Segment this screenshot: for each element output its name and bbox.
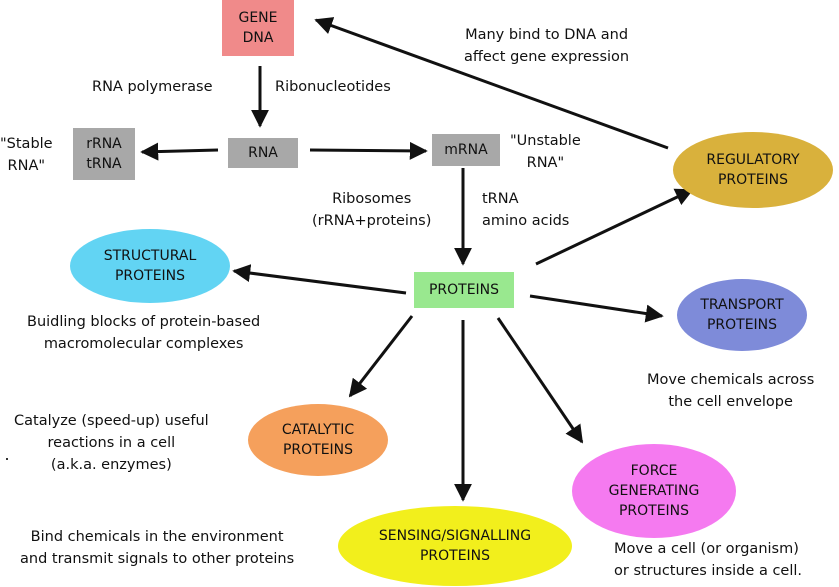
building-blocks-label: Buidling blocks of protein-based macromo… — [27, 311, 260, 355]
rna-box: RNA — [228, 138, 298, 168]
rrna-label: rRNA — [86, 136, 122, 152]
bind-chemicals-label: Bind chemicals in the environment and tr… — [20, 526, 294, 570]
force-proteins-label: PROTEINS — [618, 503, 690, 519]
structural-proteins-label: PROTEINS — [114, 268, 186, 284]
move-cell-line1: Move a cell (or organism) — [614, 541, 799, 557]
sensing-proteins-label: PROTEINS — [419, 548, 491, 564]
arrow-proteins-to-force — [496, 317, 584, 444]
force-generating-proteins-ellipse: FORCE GENERATING PROTEINS — [572, 444, 736, 538]
many-bind-label: Many bind to DNA and affect gene express… — [464, 24, 629, 68]
move-cell-line2: or structures inside a cell. — [614, 563, 802, 579]
move-chemicals-label: Move chemicals across the cell envelope — [647, 369, 814, 413]
move-chemicals-line1: Move chemicals across — [647, 372, 815, 388]
rrna-trna-box: rRNA tRNA — [73, 128, 135, 180]
many-bind-line2: affect gene expression — [464, 49, 630, 65]
stable-rna-line1: "Stable — [0, 136, 53, 152]
regulatory-label: REGULATORY — [706, 152, 800, 168]
transport-label: TRANSPORT — [700, 297, 784, 313]
gene-dna-box: GENE DNA — [222, 0, 294, 56]
generating-label: GENERATING — [608, 483, 700, 499]
stable-rna-line2: RNA" — [7, 158, 46, 174]
move-cell-label: Move a cell (or organism) or structures … — [614, 538, 802, 582]
catalytic-proteins-label: PROTEINS — [282, 442, 354, 458]
unstable-rna-line1: "Unstable — [510, 133, 581, 149]
mrna-box: mRNA — [432, 134, 500, 166]
structural-label: STRUCTURAL — [103, 248, 197, 264]
trna-line1: tRNA — [482, 191, 519, 207]
rna-label: RNA — [248, 145, 278, 161]
force-label: FORCE — [630, 463, 678, 479]
ribosomes-line1: Ribosomes — [332, 191, 412, 207]
arrow-rna-to-rrna — [140, 142, 219, 161]
stable-rna-label: "Stable RNA" — [0, 133, 53, 177]
arrow-regulatory-to-dna — [314, 17, 669, 150]
sensing-label: SENSING/SIGNALLING — [378, 528, 532, 544]
many-bind-line1: Many bind to DNA and — [465, 27, 629, 43]
transport-proteins-label: PROTEINS — [706, 317, 778, 333]
mrna-label: mRNA — [444, 142, 488, 158]
catalyze-line2: reactions in a cell — [47, 435, 176, 451]
move-chemicals-line2: the cell envelope — [668, 394, 793, 410]
trna-box-label: tRNA — [86, 156, 122, 172]
catalytic-proteins-ellipse: CATALYTIC PROTEINS — [248, 404, 388, 476]
arrow-proteins-to-catalytic — [348, 315, 414, 398]
transport-proteins-ellipse: TRANSPORT PROTEINS — [677, 279, 807, 351]
trna-line2: amino acids — [482, 213, 570, 229]
arrow-proteins-to-transport — [529, 294, 664, 323]
arrow-proteins-to-regulatory — [535, 188, 694, 266]
unstable-rna-label: "Unstable RNA" — [510, 130, 581, 174]
catalyze-line3: (a.k.a. enzymes) — [50, 457, 172, 473]
gene-label: GENE — [238, 10, 278, 26]
structural-proteins-ellipse: STRUCTURAL PROTEINS — [70, 229, 230, 303]
proteins-box: PROTEINS — [414, 272, 514, 308]
arrow-proteins-to-structural — [232, 264, 407, 295]
unstable-rna-line2: RNA" — [526, 155, 565, 171]
catalyze-label: Catalyze (speed-up) useful reactions in … — [14, 410, 209, 476]
dna-label: DNA — [242, 30, 274, 46]
ribonucleotides-label: Ribonucleotides — [275, 79, 391, 95]
building-blocks-line1: Buidling blocks of protein-based — [27, 314, 261, 330]
catalyze-line1: Catalyze (speed-up) useful — [14, 413, 209, 429]
arrow-rna-to-mrna — [309, 141, 428, 160]
sensing-signalling-proteins-ellipse: SENSING/SIGNALLING PROTEINS — [338, 506, 572, 586]
trna-amino-acids-label: tRNA amino acids — [482, 188, 569, 232]
building-blocks-line2: macromolecular complexes — [43, 336, 244, 352]
bind-chemicals-line2: and transmit signals to other proteins — [20, 551, 295, 567]
regulatory-proteins-ellipse: REGULATORY PROTEINS — [673, 132, 833, 208]
stray-dot — [6, 458, 8, 460]
rna-polymerase-label: RNA polymerase — [92, 79, 213, 95]
ribosomes-label: Ribosomes (rRNA+proteins) — [312, 188, 431, 232]
ribosomes-line2: (rRNA+proteins) — [312, 213, 432, 229]
bind-chemicals-line1: Bind chemicals in the environment — [30, 529, 284, 545]
catalytic-label: CATALYTIC — [281, 422, 355, 438]
proteins-label: PROTEINS — [428, 282, 500, 298]
regulatory-proteins-label: PROTEINS — [717, 172, 789, 188]
